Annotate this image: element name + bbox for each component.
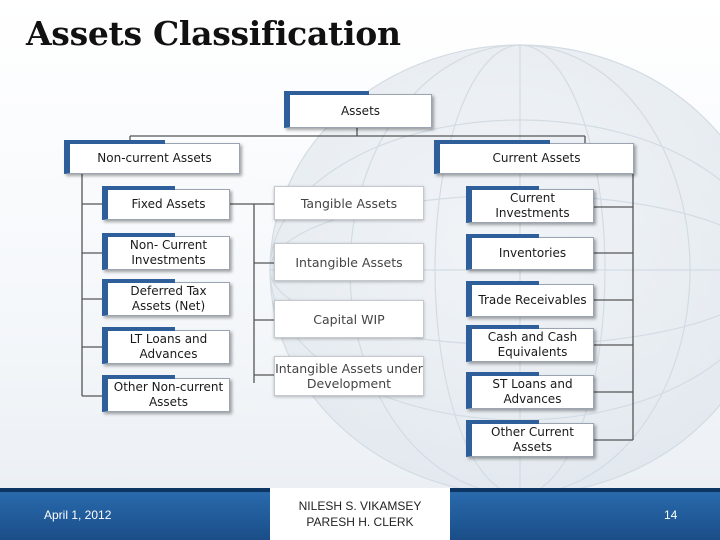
footer-authors: NILESH S. VIKAMSEY PARESH H. CLERK [270,488,450,540]
node-label: Fixed Assets [131,197,206,211]
footer-date: April 1, 2012 [44,508,112,522]
node-lt-loans-advances: LT Loans and Advances [102,327,230,364]
node-label: LT Loans and [129,332,208,346]
node-fixed-assets: Fixed Assets [102,186,230,220]
node-label: Assets (Net) [131,299,206,313]
node-label: Other Current [491,425,574,439]
node-current-investments: Current Investments [466,186,594,223]
footer-bar: April 1, 2012 NILESH S. VIKAMSEY PARESH … [0,488,720,540]
node-label: Intangible Assets [295,254,403,270]
node-label: Current Assets [492,151,581,165]
footer-author: PARESH H. CLERK [306,515,414,529]
node-label: Investments [131,253,206,267]
node-label: Inventories [498,246,567,260]
node-label: Equivalents [497,345,568,359]
node-label: Advances [503,392,562,406]
node-intangible-assets: Intangible Assets [274,243,424,281]
node-label: Tangible Assets [300,195,398,211]
node-other-current-assets: Other Current Assets [466,420,594,457]
node-assets: Assets [284,91,432,128]
node-intangible-assets-under-development: Intangible Assets under Development [274,356,424,396]
page-number: 14 [664,508,678,522]
node-non-current-investments: Non- Current Investments [102,233,230,270]
node-other-non-current-assets: Other Non-current Assets [102,375,230,412]
node-tangible-assets: Tangible Assets [274,186,424,220]
node-label: Investments [495,206,570,220]
node-label: Development [306,376,392,391]
node-label: Non- Current [129,238,208,252]
node-non-current-assets: Non-current Assets [64,140,240,174]
node-label: Assets [512,440,553,454]
node-label: Trade Receivables [478,293,587,307]
node-current-assets: Current Assets [434,140,634,174]
node-label: Capital WIP [313,311,385,327]
node-label: Intangible Assets under [275,361,423,376]
node-cash-equivalents: Cash and Cash Equivalents [466,325,594,362]
node-inventories: Inventories [466,234,594,270]
node-trade-receivables: Trade Receivables [466,281,594,317]
node-capital-wip: Capital WIP [274,300,424,338]
node-label: Deferred Tax [130,284,207,298]
node-label: Assets [340,103,381,118]
slide-title: Assets Classification [26,14,401,53]
node-deferred-tax-assets: Deferred Tax Assets (Net) [102,279,230,316]
node-label: Current [509,191,556,205]
node-label: Assets [148,395,189,409]
node-label: Advances [139,347,198,361]
footer-author: NILESH S. VIKAMSEY [298,498,422,513]
node-label: Cash and Cash [487,330,578,344]
node-label: Non-current Assets [97,151,212,165]
node-st-loans-advances: ST Loans and Advances [466,372,594,409]
node-label: ST Loans and [492,377,573,391]
node-label: Other Non-current [113,380,224,394]
